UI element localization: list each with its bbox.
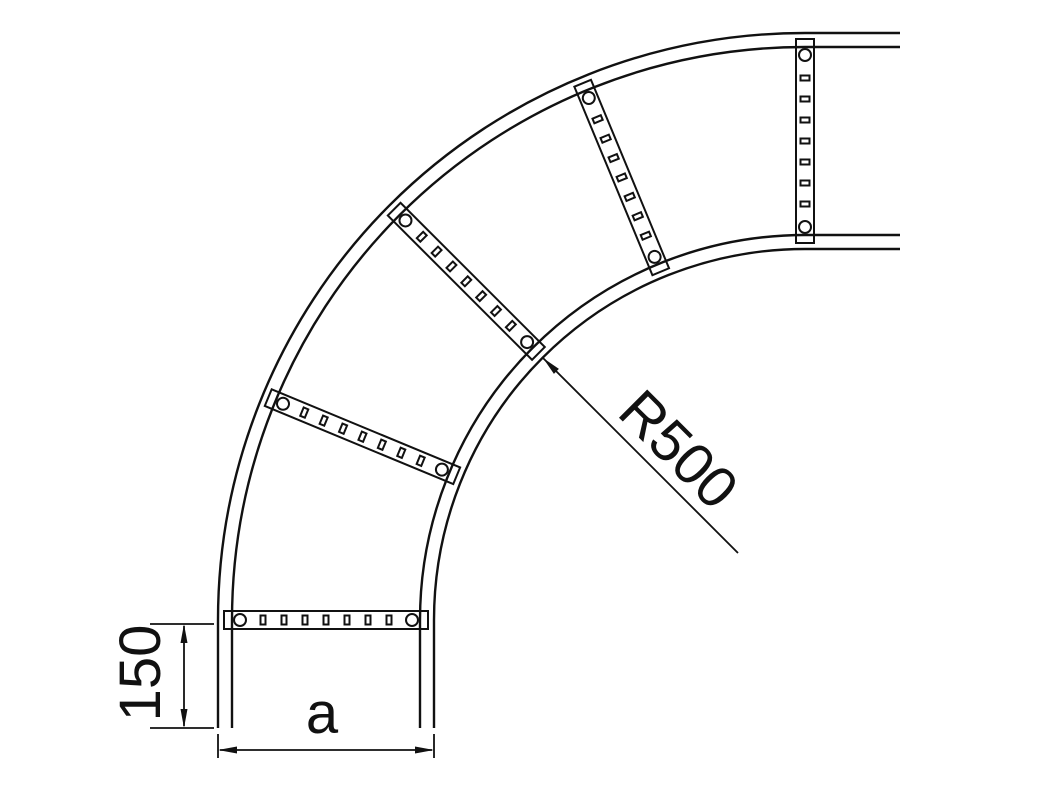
width-arrow-right xyxy=(415,746,434,754)
radius-arrowhead xyxy=(543,358,559,374)
rung-3 xyxy=(386,201,546,361)
inner-rail-inner-edge xyxy=(432,247,900,728)
inner-rail-outer-edge xyxy=(418,233,900,728)
offset-arrow-down xyxy=(180,709,188,728)
offset-label: 150 xyxy=(108,625,173,722)
side-rails xyxy=(216,31,900,728)
rung-2 xyxy=(263,388,462,486)
radius-dimension: R500 xyxy=(542,357,750,554)
width-dimension: a xyxy=(217,681,435,758)
radius-label: R500 xyxy=(606,378,750,522)
width-label: a xyxy=(306,681,339,746)
rung-5 xyxy=(795,38,815,244)
outer-rail-inner-edge xyxy=(230,45,900,728)
rung-4 xyxy=(573,78,671,277)
offset-arrow-up xyxy=(180,624,188,643)
width-arrow-left xyxy=(218,746,237,754)
offset-dimension: 150 xyxy=(108,623,214,729)
outer-rail-outer-edge xyxy=(216,31,900,728)
rung-1 xyxy=(223,610,429,630)
radius-leader-line xyxy=(542,357,739,554)
